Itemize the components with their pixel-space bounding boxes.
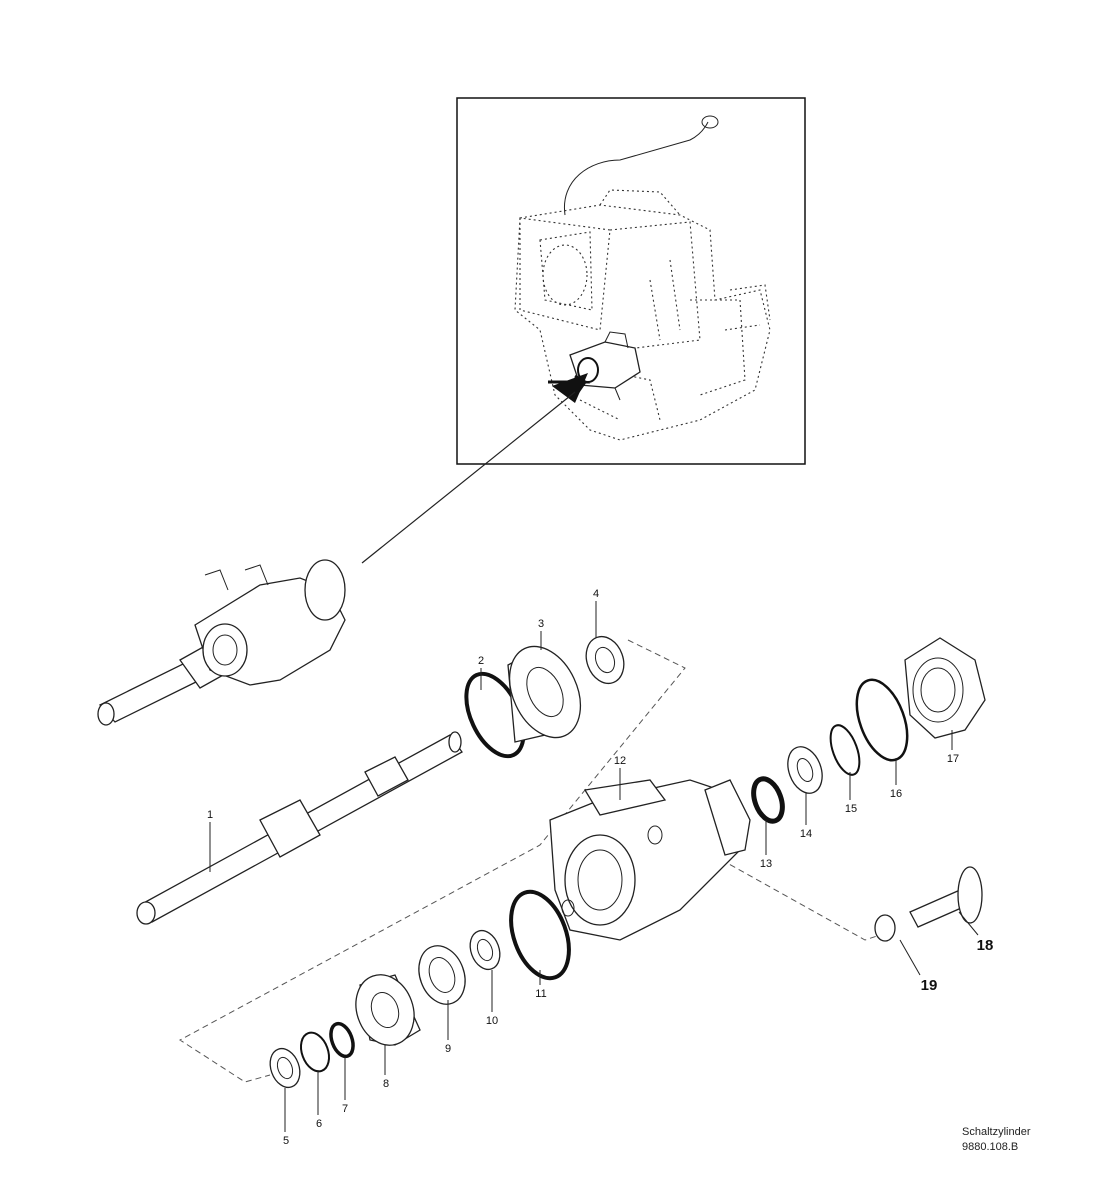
pointer-line: [361, 391, 576, 564]
callout-16: 16: [890, 788, 902, 800]
callout-12: 12: [614, 755, 626, 767]
part-17-hex-nut: [904, 637, 986, 739]
callout-9: 9: [445, 1043, 451, 1055]
callout-18: 18: [977, 937, 994, 954]
part-9-lock-washer: [418, 945, 466, 1005]
callout-17: 17: [947, 753, 959, 765]
callout-15: 15: [845, 803, 857, 815]
callout-6: 6: [316, 1118, 322, 1130]
part-6-ring: [299, 1031, 331, 1073]
part-14-lock-washer: [787, 746, 823, 794]
inset-gearbox-view: [456, 97, 806, 465]
part-18-bolt: [909, 866, 983, 928]
assembly-line-left: [179, 639, 686, 1083]
caption-name: Schaltzylinder: [962, 1126, 1031, 1138]
callout-3: 3: [538, 618, 544, 630]
part-12-cylinder-housing: [549, 779, 751, 941]
part-3-piston: [507, 645, 582, 743]
part-15-snap-ring: [829, 724, 861, 776]
part-7-o-ring: [329, 1021, 355, 1059]
caption-code: 9880.108.B: [962, 1141, 1019, 1153]
callout-2: 2: [478, 655, 484, 667]
callout-13: 13: [760, 858, 772, 870]
part-19-washer: [874, 914, 896, 942]
callout-10: 10: [486, 1015, 498, 1027]
callout-5: 5: [283, 1135, 289, 1147]
callout-11: 11: [535, 988, 546, 1000]
part-4-lock-washer: [585, 635, 625, 685]
callout-1: 1: [207, 809, 213, 821]
part-8-guide-bushing: [355, 974, 421, 1046]
part-5-lock-washer: [269, 1047, 301, 1089]
callout-7: 7: [342, 1103, 348, 1115]
part-13-seal: [751, 776, 785, 824]
part-1-shift-shaft: [136, 731, 463, 925]
leader-lines: [209, 601, 979, 1132]
callout-4: 4: [593, 588, 599, 600]
assembled-shift-cylinder: [97, 559, 346, 726]
callout-14: 14: [800, 828, 812, 840]
part-10-washer: [469, 929, 501, 971]
callout-8: 8: [383, 1078, 389, 1090]
assembly-line-right: [694, 844, 881, 941]
part-11-o-ring: [509, 889, 571, 981]
callout-19: 19: [921, 977, 938, 994]
